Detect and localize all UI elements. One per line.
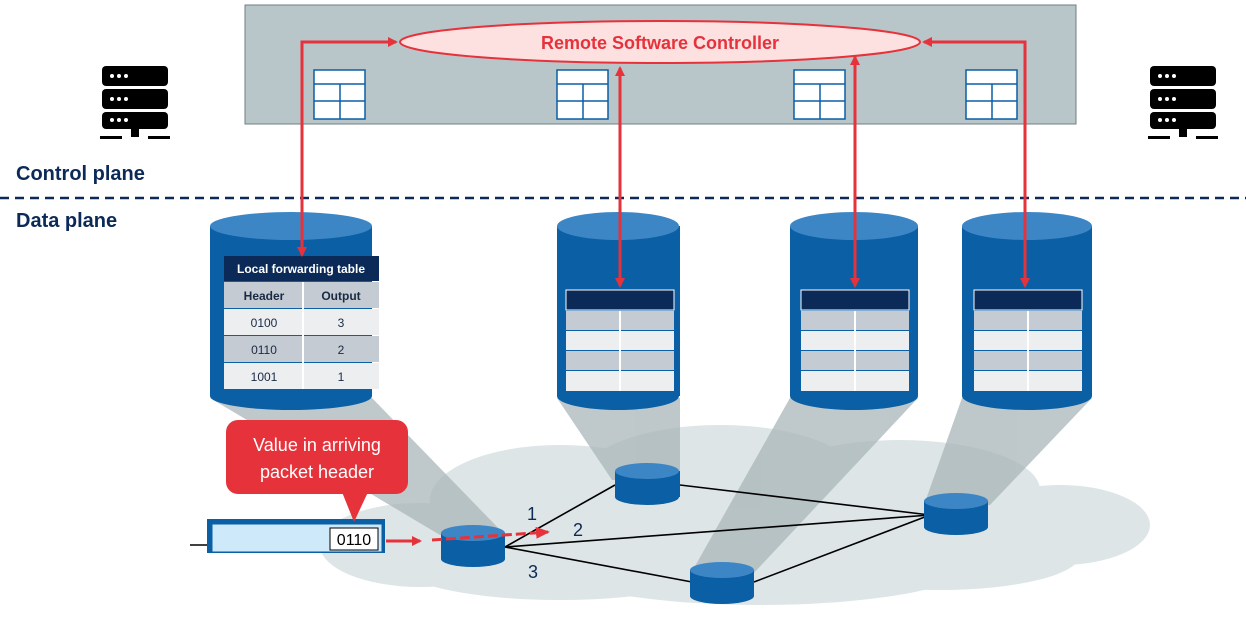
callout-line-2: packet header — [260, 462, 374, 482]
controller-label: Remote Software Controller — [541, 33, 779, 53]
port-label: 1 — [527, 504, 537, 524]
port-label: 2 — [573, 520, 583, 540]
data-plane-label: Data plane — [16, 210, 118, 232]
network-links — [190, 484, 931, 583]
switch-icon — [441, 525, 505, 567]
flow-table — [973, 289, 1083, 391]
table-icon — [793, 69, 846, 120]
flow-table — [800, 289, 910, 391]
callout: Value in arriving packet header — [226, 420, 408, 522]
table-icon — [965, 69, 1018, 120]
port-label: 3 — [528, 562, 538, 582]
table-icon — [313, 69, 366, 120]
control-arrows — [297, 37, 1030, 288]
server-icon — [1148, 66, 1218, 139]
table-icon — [556, 69, 609, 120]
table-cell: 3 — [338, 316, 345, 330]
table-header-cell: Output — [321, 289, 360, 303]
table-cell: 1 — [338, 370, 345, 384]
switch-icon — [690, 562, 754, 604]
table-cell: 1001 — [251, 370, 278, 384]
callout-line-1: Value in arriving — [253, 435, 381, 455]
table-header-cell: Header — [244, 289, 285, 303]
server-icon — [100, 66, 170, 139]
packet: 0110 — [207, 519, 385, 553]
forwarding-table: Local forwarding table Header Output 010… — [224, 256, 379, 389]
control-plane-label: Control plane — [16, 163, 145, 185]
switch-icon — [924, 493, 988, 535]
packet-header-value: 0110 — [337, 532, 372, 549]
packet-arrow — [386, 526, 550, 546]
controller-ellipse — [399, 20, 921, 64]
flow-table — [565, 289, 675, 391]
table-cell: 0110 — [251, 343, 277, 357]
switch-icon — [615, 463, 680, 505]
table-cell: 0100 — [251, 316, 278, 330]
table-cell: 2 — [338, 343, 345, 357]
forwarding-table-title: Local forwarding table — [237, 262, 365, 276]
